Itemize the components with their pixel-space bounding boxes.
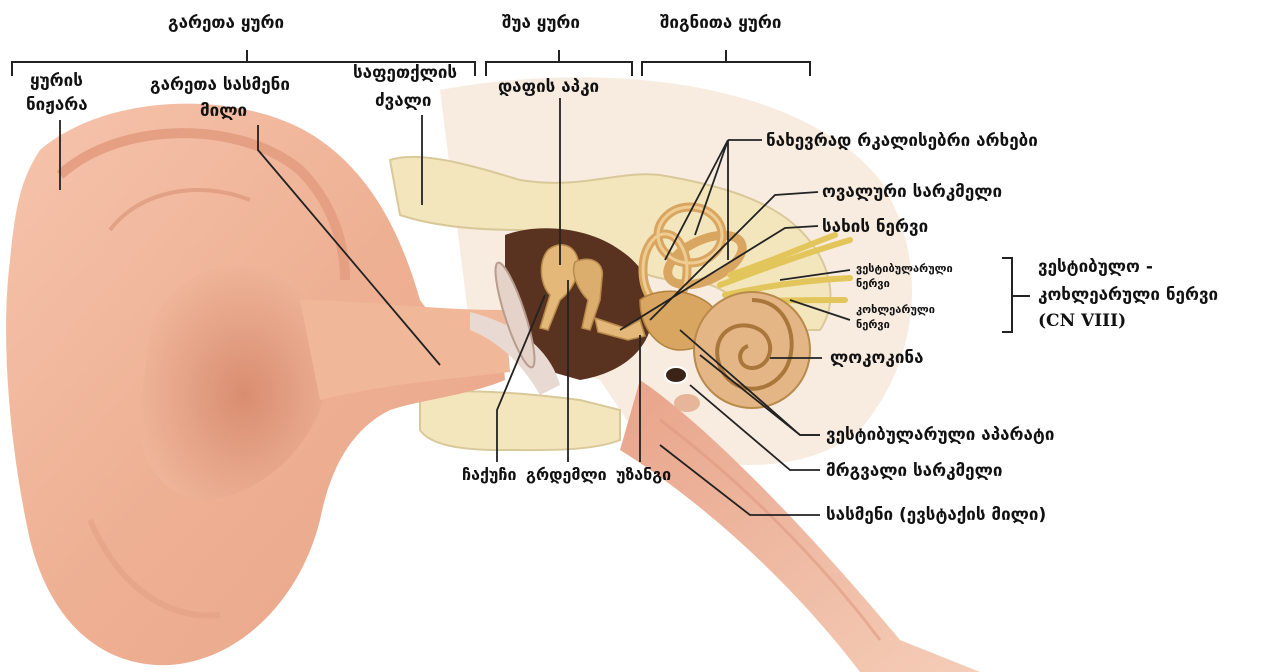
label-auricle-1: ყურის: [30, 70, 83, 92]
label-temporal-bone-1: საფეთქლის: [353, 62, 457, 84]
cochlea-shape: [694, 292, 810, 408]
region-inner-ear: შიგნითა ყური: [660, 12, 781, 34]
label-eardrum: დაფის აპკი: [498, 76, 599, 98]
label-temporal-bone-2: ძვალი: [375, 90, 432, 112]
label-oval-window: ოვალური სარკმელი: [822, 181, 1002, 203]
label-malleus: ჩაქუჩი: [462, 464, 516, 486]
label-vc-nerve-2: კოხლეარული ნერვი: [1038, 284, 1218, 306]
label-vc-nerve-3: (CN VIII): [1038, 310, 1126, 332]
label-ear-canal-1: გარეთა სასმენი: [150, 74, 290, 96]
label-incus: გრდემლი: [526, 464, 607, 486]
label-eustachian-tube: სასმენი (ევსტაქის მილი): [826, 504, 1046, 526]
label-cochlea: ლოკოკინა: [830, 347, 924, 369]
label-semicircular-canals: ნახევრად რკალისებრი არხები: [766, 130, 1038, 152]
lower-bone-shape: [420, 391, 620, 450]
label-cochlear-nerve-2: ნერვი: [856, 318, 890, 332]
label-cochlear-nerve-1: კოხლეარული: [856, 303, 935, 317]
label-round-window: მრგვალი სარკმელი: [826, 460, 1002, 482]
label-auricle-2: ნიჟარა: [26, 94, 88, 116]
label-vestibular-apparatus: ვესტიბულარული აპარატი: [826, 424, 1054, 446]
label-facial-nerve: სახის ნერვი: [822, 216, 928, 238]
label-ear-canal-2: მილი: [200, 100, 247, 122]
label-vc-nerve-1: ვესტიბულო -: [1038, 256, 1153, 278]
label-stapes: უზანგი: [616, 464, 671, 486]
label-vestibular-nerve-1: ვესტიბულარული: [856, 262, 953, 276]
round-window-shape: [665, 367, 687, 383]
label-vestibular-nerve-2: ნერვი: [856, 277, 890, 291]
region-outer-ear: გარეთა ყური: [168, 12, 284, 34]
region-middle-ear: შუა ყური: [502, 12, 580, 34]
